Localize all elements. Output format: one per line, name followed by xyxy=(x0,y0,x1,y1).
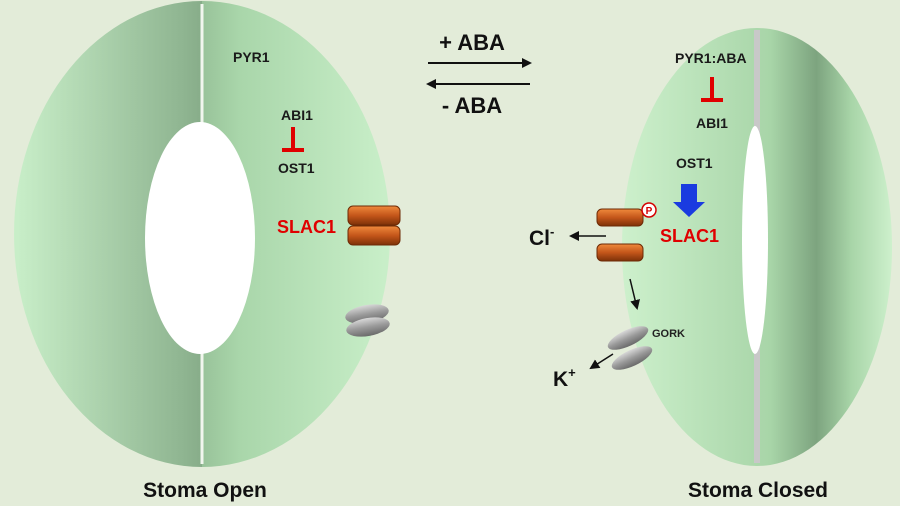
stoma-closed-cell-pair xyxy=(622,28,892,466)
forward-label: + ABA xyxy=(439,30,505,55)
open-channel-label: SLAC1 xyxy=(277,217,336,237)
stomatal-pore-closed xyxy=(742,126,768,354)
guard-cell-left xyxy=(14,1,202,467)
guard-cell-right xyxy=(202,1,390,467)
slac1-channel-closed xyxy=(347,205,401,246)
stoma-open-caption: Stoma Open xyxy=(143,479,267,502)
closed-kinase-label: OST1 xyxy=(676,155,713,171)
reverse-label: - ABA xyxy=(442,93,502,118)
activation-arrow xyxy=(673,184,705,217)
svg-text:P: P xyxy=(646,206,653,217)
chloride-ion-label: Cl- xyxy=(529,224,554,250)
stoma-closed-caption: Stoma Closed xyxy=(688,479,828,502)
closed-phosphatase-label: ABI1 xyxy=(696,115,728,131)
signal-to-gork-arrow xyxy=(629,278,640,310)
inhibition-symbol xyxy=(701,77,723,102)
inhibition-symbol xyxy=(282,127,304,152)
slac1-channel-open xyxy=(596,208,644,262)
gork-channel-closed xyxy=(345,304,390,337)
potassium-ion-label: K+ xyxy=(553,365,576,391)
open-kinase-label: OST1 xyxy=(278,160,315,176)
gork-label: GORK xyxy=(652,328,685,340)
phosphorylation-mark: P xyxy=(641,202,657,218)
closed-receptor-label: PYR1:ABA xyxy=(675,50,747,66)
potassium-efflux-arrow xyxy=(589,353,614,370)
closed-channel-label: SLAC1 xyxy=(660,226,719,246)
stoma-open-cell-pair xyxy=(14,1,390,467)
stomatal-pore-open xyxy=(145,122,255,354)
gork-channel-open xyxy=(607,326,653,370)
open-receptor-label: PYR1 xyxy=(233,49,270,65)
open-phosphatase-label: ABI1 xyxy=(281,107,313,123)
